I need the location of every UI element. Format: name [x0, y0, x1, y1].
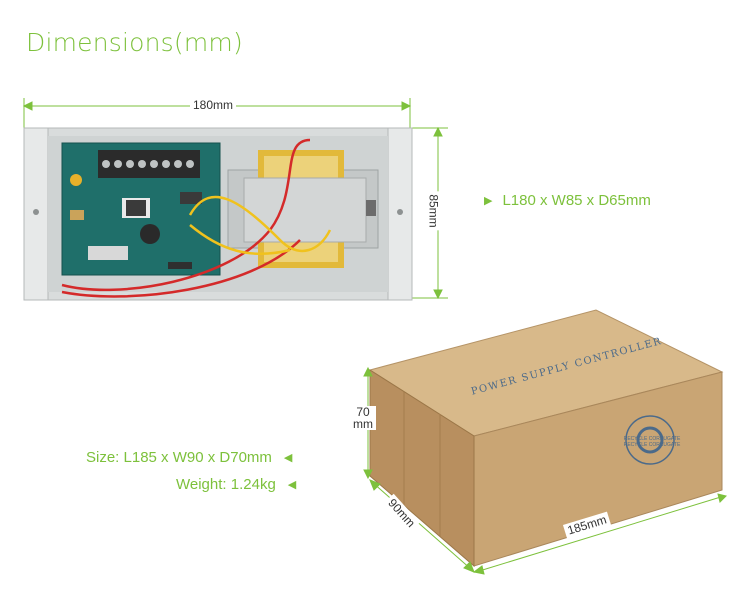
package-length-line	[472, 493, 727, 575]
device-height-label: 85mm	[426, 191, 441, 231]
right-arrow-icon: ▶	[484, 195, 493, 207]
package-weight-text: Weight: 1.24kg	[176, 476, 276, 493]
wires	[61, 138, 332, 298]
transformer	[227, 150, 379, 268]
page-title: Dimensions(mm)	[26, 28, 243, 57]
package-box	[368, 309, 724, 568]
package-height-label: 70 mm	[350, 406, 376, 430]
device-size-text: L180 x W85 x D65mm	[502, 192, 651, 209]
package-height-value: 70	[356, 405, 370, 419]
package-weight-spec: Weight: 1.24kg ◀	[176, 476, 296, 493]
recycle-seal-text: RECYCLE CORRUGATE RECYCLE CORRUGATE	[623, 436, 681, 448]
circuit-board	[61, 142, 221, 276]
height-dimension-line	[412, 126, 448, 300]
left-arrow-icon: ◀	[283, 452, 293, 464]
device-size-spec: ▶ L180 x W85 x D65mm	[484, 192, 651, 209]
package-size-text: Size: L185 x W90 x D70mm	[86, 449, 272, 466]
device-width-label: 180mm	[190, 98, 237, 112]
left-arrow-icon: ◀	[287, 479, 297, 491]
package-height-unit: mm	[353, 417, 373, 431]
package-size-spec: Size: L185 x W90 x D70mm ◀	[86, 449, 292, 466]
